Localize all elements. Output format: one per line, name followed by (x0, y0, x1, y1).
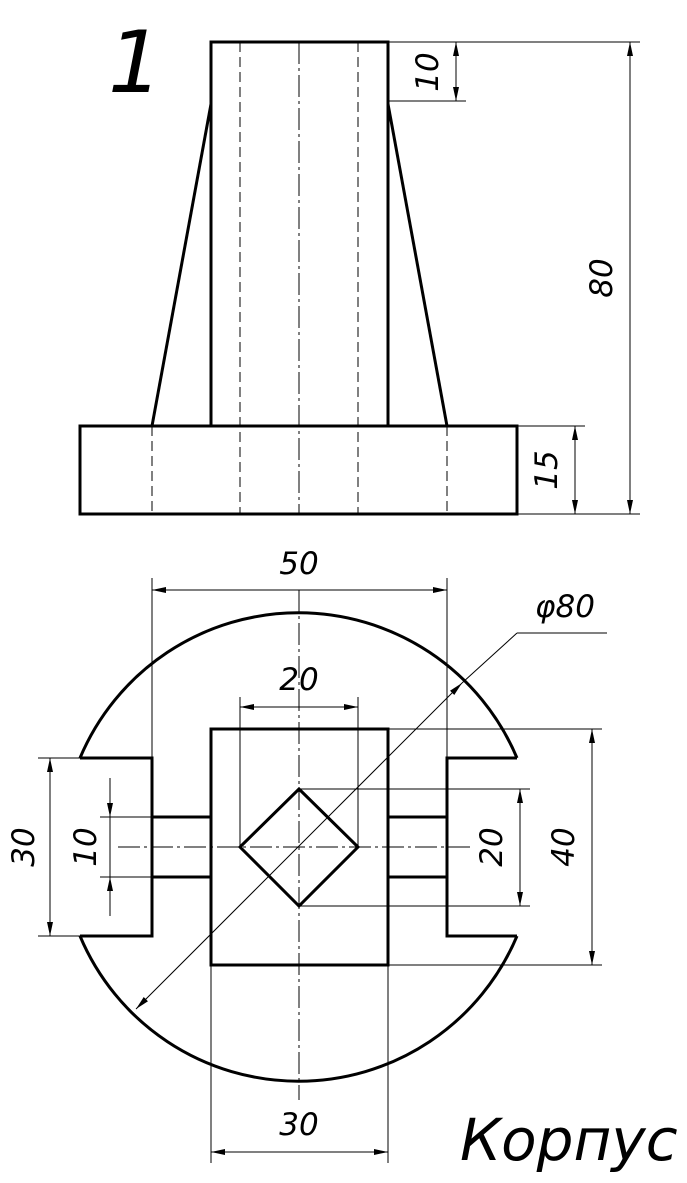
diameter-leader (461, 632, 518, 684)
dimension-diameter: φ80 (535, 589, 595, 625)
part-title: Корпус (460, 1106, 678, 1174)
dimension-diamond-size: 20 (474, 827, 510, 866)
dimension-pin-width: 10 (68, 827, 104, 866)
dimension-block-width: 30 (279, 1107, 318, 1143)
dimension-top-height: 10 (410, 52, 446, 91)
dimension-total-height: 80 (584, 258, 620, 297)
outer-arc-top (78, 611, 519, 759)
dimension-base-height: 15 (529, 450, 565, 489)
dimension-block-height: 40 (546, 827, 582, 866)
diameter-dimension-line (135, 682, 463, 1010)
outer-arc-bottom (78, 935, 519, 1083)
right-taper-line (386, 103, 449, 427)
dimension-slot-span: 50 (279, 546, 318, 582)
left-taper-line (150, 103, 213, 427)
front-view: 10 80 15 (78, 40, 640, 516)
dimension-slot-width: 30 (6, 827, 42, 866)
top-view: 50 φ80 20 30 10 20 40 (6, 546, 607, 1163)
sheet-number: 1 (108, 13, 163, 113)
dimension-square-width: 20 (279, 662, 318, 698)
